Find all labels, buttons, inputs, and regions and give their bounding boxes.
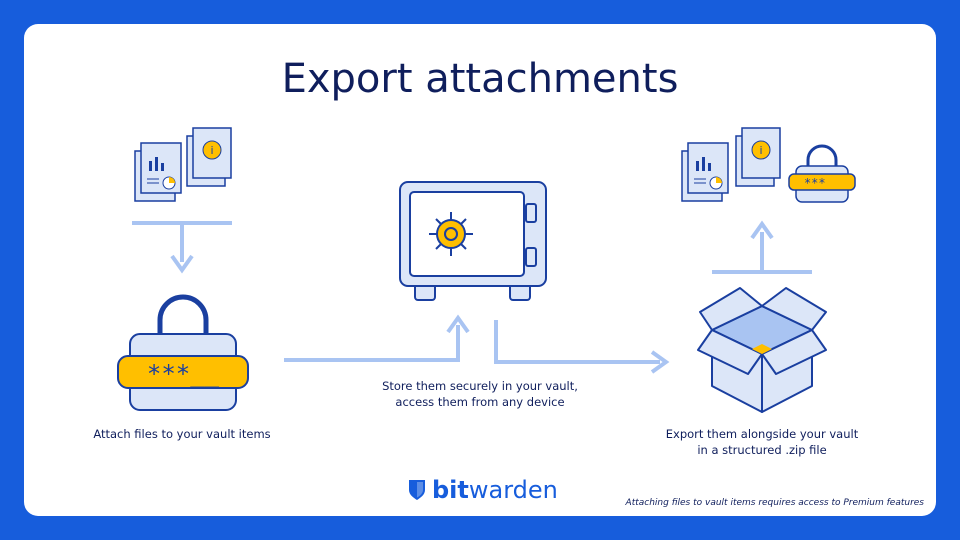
caption-line: in a structured .zip file bbox=[697, 443, 827, 457]
arrow-to-box-icon bbox=[494, 320, 670, 374]
vault-safe-icon bbox=[399, 181, 547, 301]
brand-bold: bit bbox=[432, 476, 469, 504]
document-info-icon bbox=[186, 127, 232, 187]
open-box-icon bbox=[697, 287, 827, 413]
svg-text:***__: ***__ bbox=[147, 360, 220, 388]
svg-text:***__: ***__ bbox=[804, 176, 841, 190]
bitwarden-logo: bitwarden bbox=[408, 476, 558, 504]
small-padlock-icon: ***__ bbox=[788, 144, 856, 203]
step-1-caption: Attach files to your vault items bbox=[93, 427, 271, 441]
arrow-up-icon bbox=[712, 220, 812, 274]
document-chart-icon bbox=[681, 142, 729, 202]
shield-icon bbox=[409, 480, 425, 500]
brand-regular: warden bbox=[468, 476, 558, 504]
document-info-icon bbox=[735, 127, 781, 187]
arrow-to-vault-icon bbox=[284, 314, 470, 362]
caption-line: access them from any device bbox=[395, 395, 565, 409]
step-2-caption: Store them securely in your vault, acces… bbox=[360, 378, 600, 410]
padlock-icon: ***__ bbox=[117, 294, 249, 411]
step-3-caption: Export them alongside your vault in a st… bbox=[642, 426, 882, 458]
page-title: Export attachments bbox=[281, 56, 679, 102]
caption-line: Store them securely in your vault, bbox=[382, 379, 578, 393]
arrow-down-icon bbox=[170, 225, 194, 274]
footnote: Attaching files to vault items requires … bbox=[625, 498, 924, 508]
caption-line: Export them alongside your vault bbox=[665, 427, 859, 441]
document-chart-icon bbox=[134, 142, 182, 202]
